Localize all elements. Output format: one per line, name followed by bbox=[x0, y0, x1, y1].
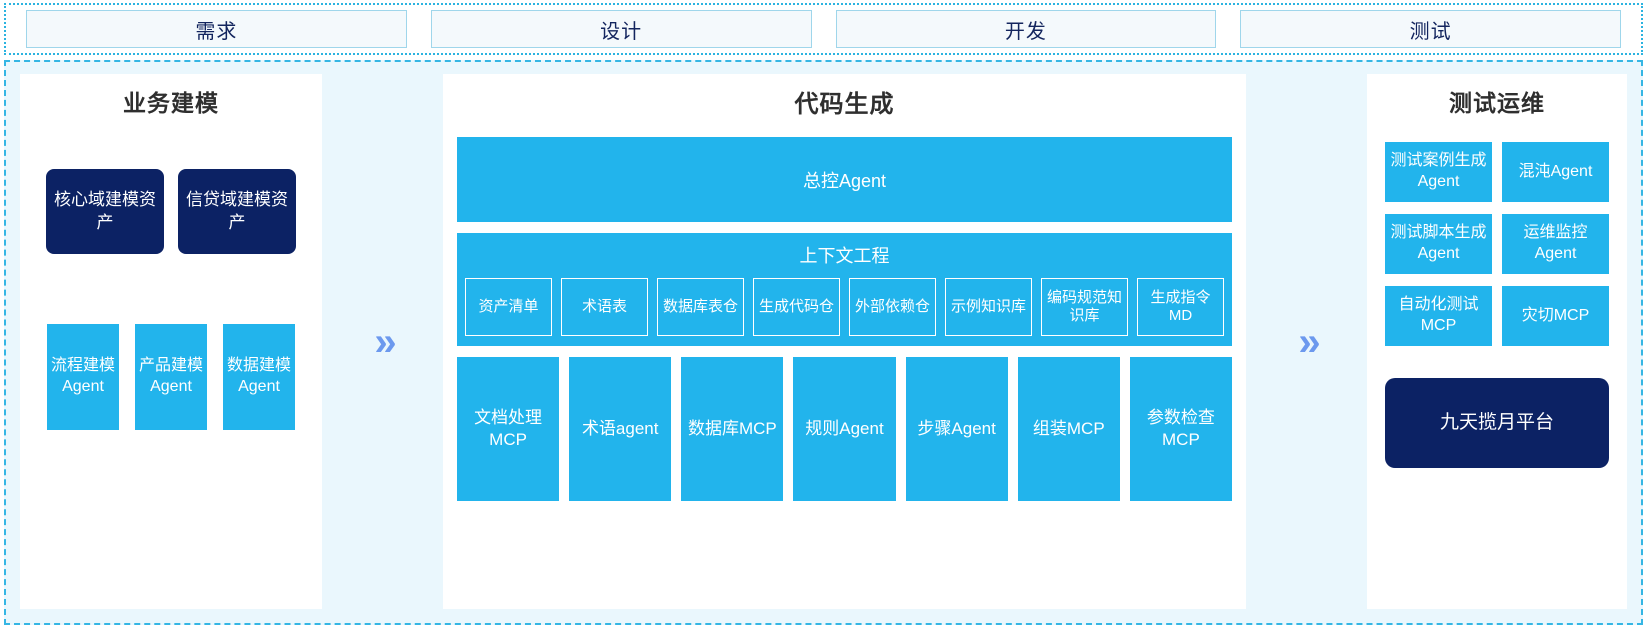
panel-title-test-ops: 测试运维 bbox=[1449, 90, 1545, 116]
tool-card-step-agent[interactable]: 步骤Agent bbox=[905, 357, 1008, 501]
phase-label: 开发 bbox=[1004, 20, 1047, 43]
testops-card-disaster-switch-mcp[interactable]: 灾切MCP bbox=[1502, 286, 1609, 346]
master-agent-label: 总控Agent bbox=[802, 170, 887, 191]
tool-card-rule-agent[interactable]: 规则Agent bbox=[793, 357, 896, 501]
phase-box-requirements[interactable]: 需求 bbox=[26, 10, 407, 48]
context-item-glossary[interactable]: 术语表 bbox=[561, 278, 648, 336]
card-label: 规则Agent bbox=[805, 418, 884, 438]
phase-strip: 需求 设计 开发 测试 bbox=[4, 3, 1643, 55]
tool-card-database-mcp[interactable]: 数据库MCP bbox=[681, 357, 784, 501]
card-label: 测试脚本生成Agent bbox=[1390, 224, 1487, 262]
agent-card-process-modeling[interactable]: 流程建模Agent bbox=[47, 324, 119, 430]
context-item-label: 资产清单 bbox=[478, 298, 539, 315]
card-label: 核心域建模资产 bbox=[54, 190, 156, 232]
tool-card-document-processing-mcp[interactable]: 文档处理MCP bbox=[457, 357, 560, 501]
card-label: 自动化测试MCP bbox=[1398, 296, 1479, 334]
context-item-generation-instruction-md[interactable]: 生成指令MD bbox=[1137, 278, 1224, 336]
phase-box-development[interactable]: 开发 bbox=[835, 10, 1217, 48]
tool-card-assembly-mcp[interactable]: 组装MCP bbox=[1017, 357, 1120, 501]
card-label: 步骤Agent bbox=[917, 418, 996, 438]
double-chevron-right-icon: » bbox=[1298, 319, 1320, 364]
tool-card-parameter-check-mcp[interactable]: 参数检查MCP bbox=[1129, 357, 1232, 501]
context-item-label: 术语表 bbox=[581, 298, 627, 315]
card-label: 组装MCP bbox=[1032, 418, 1105, 438]
tool-card-row: 文档处理MCP 术语agent 数据库MCP 规则Agent 步骤Agent bbox=[457, 357, 1232, 501]
business-agent-group: 流程建模Agent 产品建模Agent 数据建模Agent bbox=[47, 324, 295, 430]
panel-title-business-modeling: 业务建模 bbox=[123, 90, 219, 116]
test-ops-card-grid: 测试案例生成Agent 混沌Agent 测试脚本生成Agent 运维监控Agen… bbox=[1385, 142, 1609, 346]
master-agent-bar[interactable]: 总控Agent bbox=[457, 137, 1232, 222]
testops-card-test-case-generation-agent[interactable]: 测试案例生成Agent bbox=[1385, 142, 1492, 202]
flow-arrow-left: » bbox=[322, 74, 443, 609]
platform-card-wrapper: 九天揽月平台 bbox=[1385, 378, 1609, 468]
context-engineering-title: 上下文工程 bbox=[799, 246, 890, 266]
phase-label: 测试 bbox=[1409, 20, 1452, 43]
asset-card-core-domain[interactable]: 核心域建模资产 bbox=[46, 169, 164, 254]
tool-card-glossary-agent[interactable]: 术语agent bbox=[569, 357, 672, 501]
context-item-external-dependency-repo[interactable]: 外部依赖仓 bbox=[849, 278, 936, 336]
card-label: 测试案例生成Agent bbox=[1390, 152, 1487, 190]
context-item-asset-inventory[interactable]: 资产清单 bbox=[465, 278, 552, 336]
platform-card-jiutian-lanyue[interactable]: 九天揽月平台 bbox=[1385, 378, 1609, 468]
phase-label: 设计 bbox=[600, 20, 643, 43]
phase-box-design[interactable]: 设计 bbox=[430, 10, 812, 48]
context-item-example-knowledge-base[interactable]: 示例知识库 bbox=[945, 278, 1032, 336]
flow-arrow-right: » bbox=[1246, 74, 1367, 609]
panel-business-modeling: 业务建模 核心域建模资产 信贷域建模资产 流程建模Agent 产品建模Agent… bbox=[20, 74, 322, 609]
phase-label: 需求 bbox=[195, 20, 238, 43]
testops-card-chaos-agent[interactable]: 混沌Agent bbox=[1502, 142, 1609, 202]
panel-title-code-generation: 代码生成 bbox=[794, 91, 895, 118]
context-item-label: 示例知识库 bbox=[950, 298, 1026, 315]
card-label: 数据建模Agent bbox=[226, 357, 291, 395]
context-engineering-block: 上下文工程 资产清单 术语表 数据库表仓 生成代码仓 bbox=[457, 233, 1232, 346]
phase-box-testing[interactable]: 测试 bbox=[1240, 10, 1621, 48]
context-item-db-table-repo[interactable]: 数据库表仓 bbox=[657, 278, 744, 336]
context-item-generated-code-repo[interactable]: 生成代码仓 bbox=[753, 278, 840, 336]
double-chevron-right-icon: » bbox=[374, 319, 396, 364]
testops-card-ops-monitoring-agent[interactable]: 运维监控Agent bbox=[1502, 214, 1609, 274]
card-label: 九天揽月平台 bbox=[1439, 411, 1554, 433]
testops-card-automated-test-mcp[interactable]: 自动化测试MCP bbox=[1385, 286, 1492, 346]
context-item-label: 生成指令MD bbox=[1150, 289, 1211, 324]
card-label: 运维监控Agent bbox=[1523, 224, 1588, 262]
code-generation-body: 总控Agent 上下文工程 资产清单 术语表 数据库表仓 bbox=[457, 137, 1232, 501]
context-item-list: 资产清单 术语表 数据库表仓 生成代码仓 外部依赖仓 bbox=[465, 278, 1224, 336]
card-label: 信贷域建模资产 bbox=[186, 190, 288, 232]
main-area: 业务建模 核心域建模资产 信贷域建模资产 流程建模Agent 产品建模Agent… bbox=[4, 60, 1643, 625]
agent-card-data-modeling[interactable]: 数据建模Agent bbox=[223, 324, 295, 430]
card-label: 流程建模Agent bbox=[50, 357, 115, 395]
card-label: 混沌Agent bbox=[1518, 162, 1593, 180]
context-item-label: 数据库表仓 bbox=[662, 298, 738, 315]
panel-test-ops: 测试运维 测试案例生成Agent 混沌Agent 测试脚本生成Agent 运维监… bbox=[1367, 74, 1627, 609]
card-label: 文档处理MCP bbox=[474, 407, 543, 449]
card-label: 术语agent bbox=[581, 418, 659, 438]
context-item-label: 外部依赖仓 bbox=[854, 298, 930, 315]
card-label: 数据库MCP bbox=[687, 418, 777, 438]
context-item-label: 编码规范知识库 bbox=[1046, 289, 1122, 324]
card-label: 产品建模Agent bbox=[138, 357, 203, 395]
context-item-coding-standard-knowledge-base[interactable]: 编码规范知识库 bbox=[1041, 278, 1128, 336]
context-item-label: 生成代码仓 bbox=[758, 298, 834, 315]
card-label: 灾切MCP bbox=[1521, 306, 1590, 324]
card-label: 参数检查MCP bbox=[1146, 407, 1215, 449]
asset-card-credit-domain[interactable]: 信贷域建模资产 bbox=[178, 169, 296, 254]
testops-card-test-script-generation-agent[interactable]: 测试脚本生成Agent bbox=[1385, 214, 1492, 274]
agent-card-product-modeling[interactable]: 产品建模Agent bbox=[135, 324, 207, 430]
panel-code-generation: 代码生成 总控Agent 上下文工程 资产清单 术语表 bbox=[443, 74, 1246, 609]
business-asset-group: 核心域建模资产 信贷域建模资产 bbox=[46, 169, 296, 254]
